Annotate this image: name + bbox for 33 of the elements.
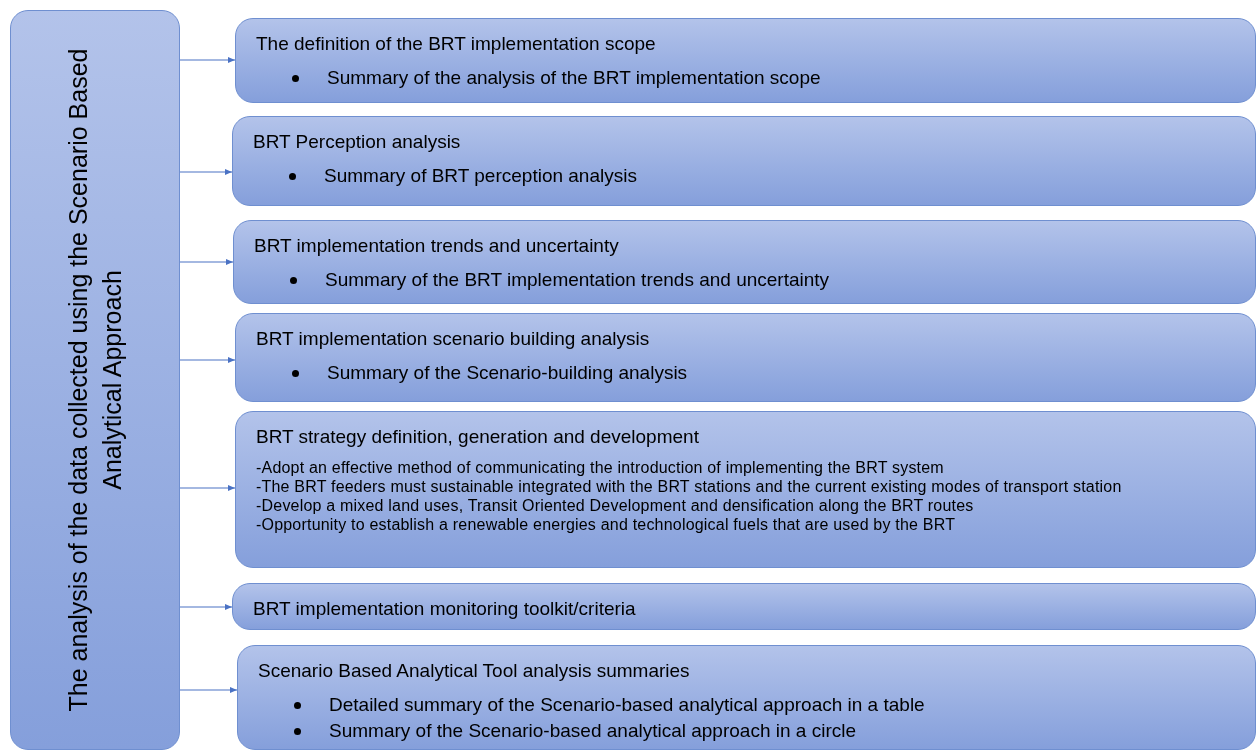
strategy-item: -The BRT feeders must sustainable integrated with the BRT stations and the current existing modes of transport station: [256, 477, 1123, 496]
summary-box: [235, 411, 1256, 568]
arrow: [179, 357, 236, 363]
strategy-item: -Opportunity to establish a renewable energies and technological fuels that are used by the BRT: [256, 515, 957, 534]
box-heading: Scenario Based Analytical Tool analysis summaries: [258, 659, 691, 683]
arrow: [179, 57, 236, 63]
strategy-item: -Develop a mixed land uses, Transit Oriented Development and densification along the BRT routes: [256, 496, 975, 515]
box-heading: BRT strategy definition, generation and development: [256, 425, 700, 449]
strategy-item: -Adopt an effective method of communicating the introduction of implementing the BRT system: [256, 458, 945, 477]
bullet-text: Summary of the Scenario-based analytical approach in a circle: [329, 719, 856, 743]
bullet-text: Summary of the BRT implementation trends and uncertainty: [325, 268, 830, 292]
box-heading: BRT Perception analysis: [253, 130, 462, 154]
arrow: [179, 687, 238, 693]
box-heading: BRT implementation trends and uncertainty: [254, 234, 620, 258]
summary-box: [232, 116, 1256, 206]
summary-box: [237, 645, 1256, 750]
box-heading: BRT implementation monitoring toolkit/criteria: [253, 597, 637, 621]
bullet-text: Summary of BRT perception analysis: [324, 164, 637, 188]
side-panel: [10, 10, 180, 750]
arrow: [179, 604, 233, 610]
panel-title: The analysis of the data collected using the Scenario Based Analytical Approach: [63, 47, 127, 714]
summary-box: [235, 313, 1256, 402]
summary-box: [233, 220, 1256, 304]
arrow: [179, 259, 234, 265]
box-heading: BRT implementation scenario building analysis: [256, 327, 651, 351]
bullet-text: Summary of the Scenario-building analysis: [327, 361, 688, 385]
summary-box: [232, 583, 1256, 630]
bullet-text: Summary of the analysis of the BRT implementation scope: [327, 66, 821, 90]
arrow: [179, 485, 236, 491]
arrow: [179, 169, 233, 175]
bullet-text: Detailed summary of the Scenario-based analytical approach in a table: [329, 693, 925, 717]
summary-box: [235, 18, 1256, 103]
box-heading: The definition of the BRT implementation scope: [256, 32, 657, 56]
